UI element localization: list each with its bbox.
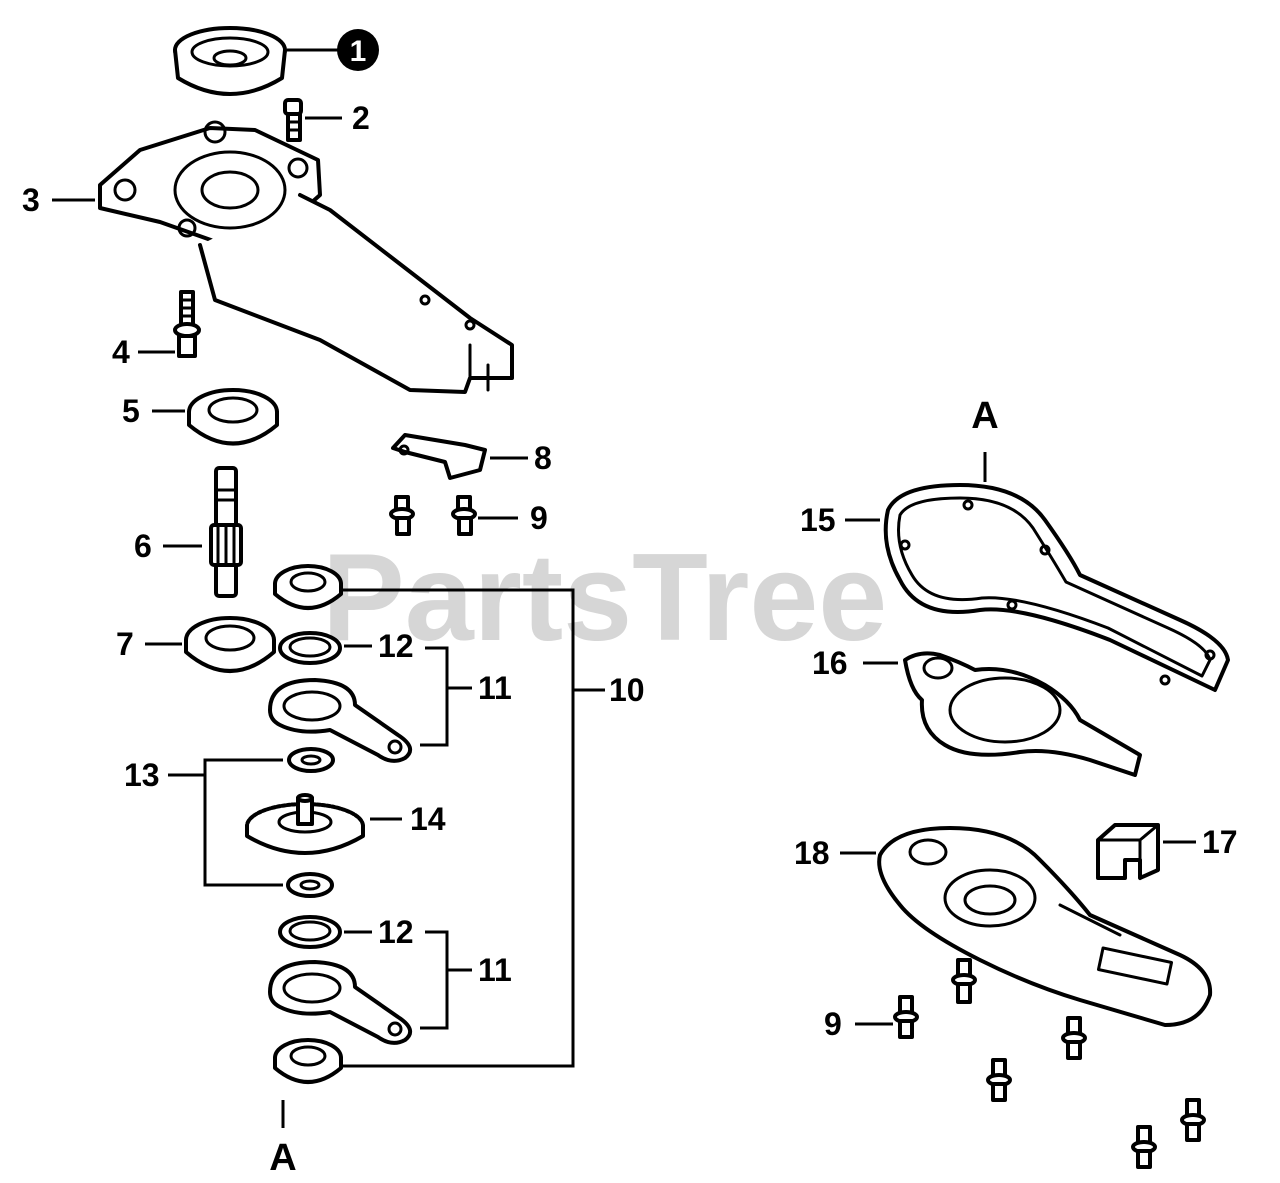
ref-a-top[interactable]: A — [971, 395, 998, 437]
part-6-pinion-shaft[interactable] — [209, 466, 243, 598]
part-12-ring-lower[interactable] — [278, 915, 342, 949]
part-13-washers[interactable] — [286, 747, 335, 898]
callout-12-upper[interactable]: 12 — [378, 628, 414, 664]
bracket-11-lower — [420, 930, 449, 1030]
part-9-screws-lower[interactable] — [893, 958, 1206, 1169]
callout-17[interactable]: 17 — [1202, 824, 1238, 860]
callout-5[interactable]: 5 — [122, 393, 140, 429]
part-17-block[interactable] — [1096, 823, 1160, 880]
callout-1[interactable]: 1 — [350, 35, 367, 68]
part-9-screws-upper[interactable] — [389, 495, 477, 536]
callout-10[interactable]: 10 — [609, 672, 645, 708]
bracket-11-upper — [420, 646, 449, 747]
callout-11-lower[interactable]: 11 — [478, 952, 512, 988]
callout-6[interactable]: 6 — [134, 528, 152, 564]
watermark: PartsTree TM — [322, 529, 948, 667]
callout-12-lower[interactable]: 12 — [378, 914, 414, 950]
callout-2[interactable]: 2 — [352, 100, 370, 136]
callout-9-upper[interactable]: 9 — [530, 500, 548, 536]
bracket-13 — [203, 758, 283, 887]
callout-14[interactable]: 14 — [410, 801, 446, 837]
callout-8[interactable]: 8 — [534, 440, 552, 476]
callout-7[interactable]: 7 — [116, 626, 134, 662]
ref-a-bottom[interactable]: A — [269, 1137, 296, 1179]
callout-18[interactable]: 18 — [794, 835, 830, 871]
part-18-lower-case[interactable] — [877, 826, 1213, 1027]
part-12-ring-upper[interactable] — [278, 631, 342, 665]
watermark-text: PartsTree — [322, 529, 887, 667]
part-10-bearing-top[interactable] — [273, 564, 343, 610]
callout-9-lower[interactable]: 9 — [824, 1006, 842, 1042]
part-3-gear-case[interactable] — [98, 120, 514, 394]
part-4-screw[interactable] — [173, 290, 201, 358]
bracket-10 — [343, 588, 575, 1068]
part-5-bearing[interactable] — [187, 388, 279, 446]
callout-15[interactable]: 15 — [800, 502, 836, 538]
callout-4[interactable]: 4 — [112, 334, 130, 370]
part-2-fitting[interactable] — [283, 98, 303, 142]
callout-13[interactable]: 13 — [124, 757, 160, 793]
part-15-gasket[interactable] — [883, 483, 1230, 692]
part-7-bearing[interactable] — [184, 616, 276, 673]
part-14-gear[interactable] — [245, 793, 365, 855]
callout-11-upper[interactable]: 11 — [478, 670, 512, 706]
part-16-gasket[interactable] — [903, 651, 1142, 777]
part-1-cup[interactable] — [173, 26, 287, 96]
part-8-bracket[interactable] — [391, 433, 487, 480]
part-11-rod-lower[interactable] — [268, 960, 413, 1045]
callout-3[interactable]: 3 — [22, 182, 40, 218]
part-11-rod-upper[interactable] — [268, 678, 413, 763]
part-10-bearing-bottom[interactable] — [273, 1038, 343, 1084]
callout-16[interactable]: 16 — [812, 645, 848, 681]
callout-1-badge — [337, 29, 379, 71]
